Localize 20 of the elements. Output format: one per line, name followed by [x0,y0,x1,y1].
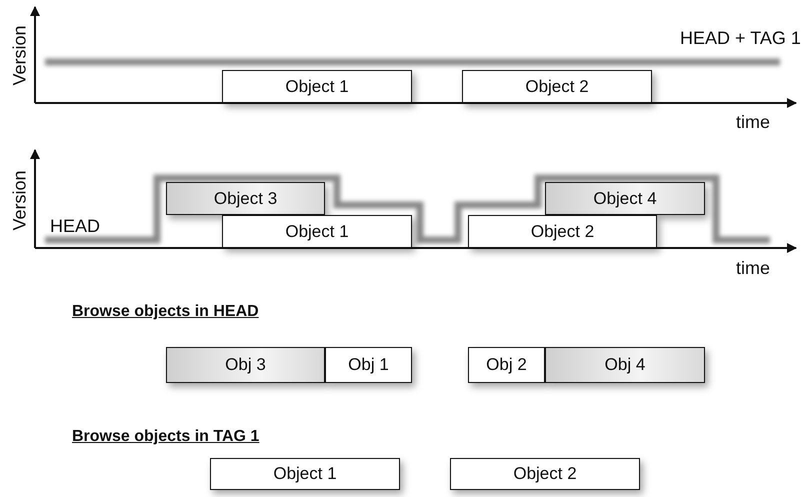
axis-label: Version [10,25,31,86]
section-heading: Browse objects in TAG 1 [72,428,260,446]
object-box: Object 2 [468,215,657,248]
axis-label: time [736,112,770,133]
object-box: Obj 3 [166,347,325,383]
axis-label: time [736,258,770,279]
object-box: Object 1 [210,458,400,490]
object-box: Object 2 [450,458,640,490]
object-box: Obj 4 [545,347,705,383]
line-label: HEAD + TAG 1 [680,28,801,49]
line-label: HEAD [50,216,100,237]
object-box: Object 3 [166,182,325,215]
object-box: Object 1 [222,70,412,103]
object-box: Object 1 [222,215,412,248]
object-box: Obj 1 [325,347,412,383]
object-box: Obj 2 [468,347,545,383]
object-box: Object 4 [545,182,705,215]
axis-label: Version [10,170,31,231]
object-box: Object 2 [462,70,652,103]
section-heading: Browse objects in HEAD [72,303,259,321]
